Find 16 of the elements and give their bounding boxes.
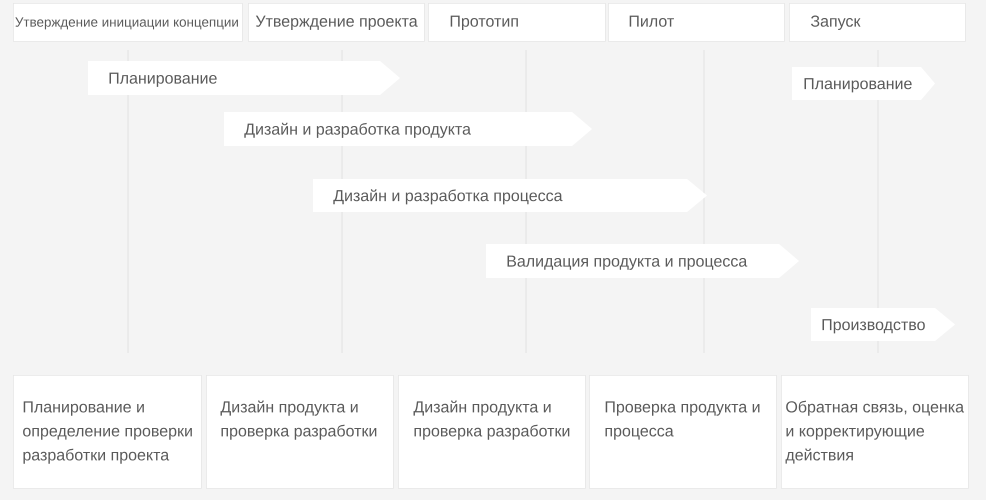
- step-card: Планирование и определение проверки разработки проекта: [13, 375, 202, 489]
- phase-band: Планирование: [88, 61, 400, 95]
- step-card: Дизайн продукта и проверка разработки: [206, 375, 394, 489]
- phase-band: Дизайн и разработка продукта: [224, 112, 592, 146]
- phase-band: Планирование: [792, 67, 935, 100]
- milestone-box: Утверждение инициации концепции: [13, 3, 243, 42]
- phase-band: Производство: [811, 308, 955, 341]
- step-card: Проверка продукта и процесса: [589, 375, 777, 489]
- milestone-box: Пилот: [608, 3, 785, 42]
- milestone-box: Прототип: [428, 3, 606, 42]
- milestone-box: Запуск: [789, 3, 966, 42]
- phase-band: Дизайн и разработка процесса: [313, 179, 707, 212]
- step-card: Дизайн продукта и проверка разработки: [398, 375, 586, 489]
- step-card: Обратная связь, оценка и корректирующие действия: [781, 375, 969, 489]
- phase-band: Валидация продукта и процесса: [486, 244, 799, 278]
- milestone-box: Утверждение проекта: [248, 3, 425, 42]
